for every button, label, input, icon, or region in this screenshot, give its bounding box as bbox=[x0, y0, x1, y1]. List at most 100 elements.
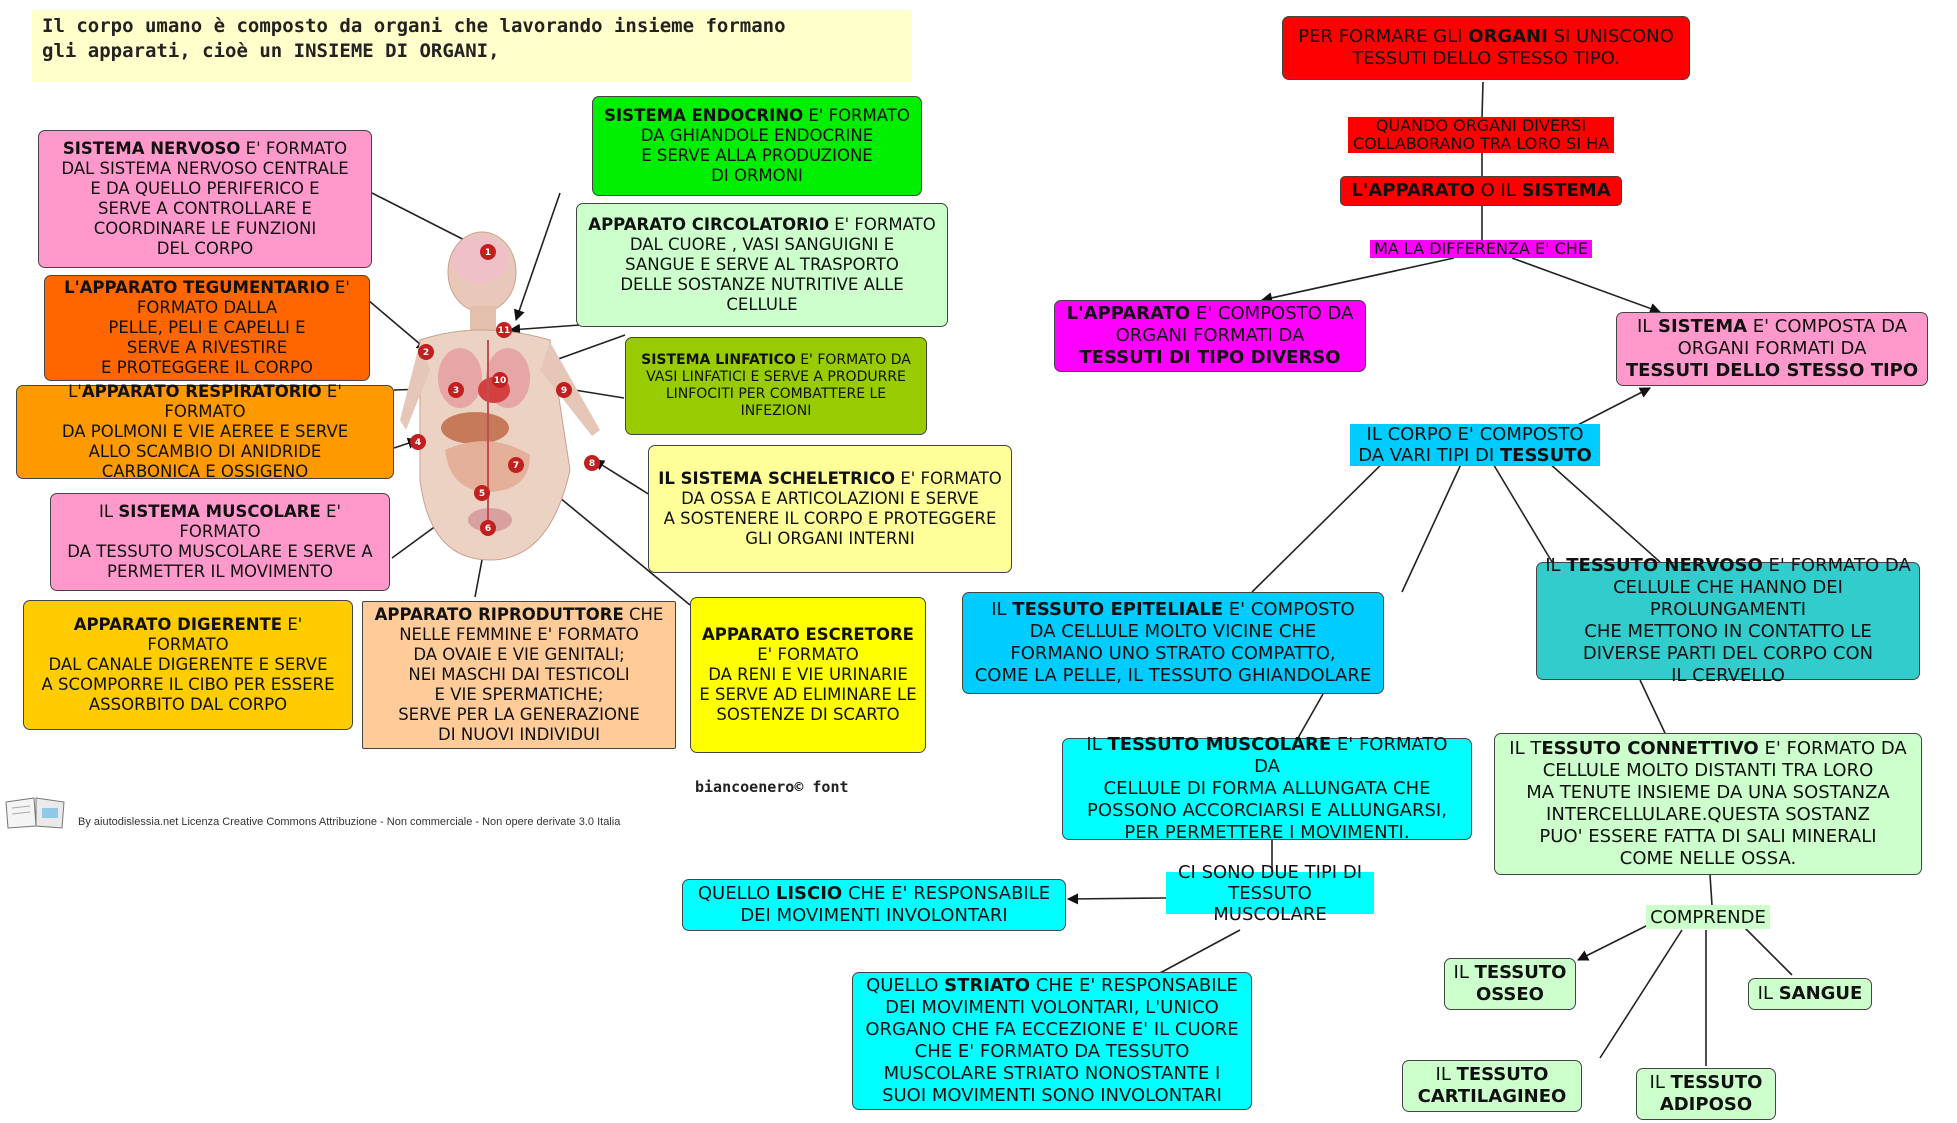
apparato-definizione-box[interactable]: L'APPARATO E' COMPOSTO DA ORGANI FORMATI… bbox=[1054, 300, 1366, 372]
organi-box[interactable]: PER FORMARE GLI ORGANI SI UNISCONO TESSU… bbox=[1282, 16, 1690, 80]
intro-line-2: gli apparati, cioè un INSIEME DI ORGANI, bbox=[42, 40, 500, 62]
apparato-definizione-tessuti: TESSUTI DI TIPO DIVERSO bbox=[1079, 347, 1341, 368]
tessuto-nervoso-text: E' FORMATO DA CELLULE CHE HANNO DEI PROL… bbox=[1582, 555, 1911, 686]
sistema-linfatico-text: E' FORMATO DA VASI LINFATICI E SERVE A P… bbox=[646, 352, 911, 419]
font-credit: biancoenero© font bbox=[695, 778, 849, 796]
tessuto-muscolare-box[interactable]: IL TESSUTO MUSCOLARE E' FORMATO DA CELLU… bbox=[1062, 734, 1472, 843]
sistema-definizione-box[interactable]: IL SISTEMA E' COMPOSTA DA ORGANI FORMATI… bbox=[1616, 312, 1928, 386]
sistema-scheletrico-box[interactable]: IL SISTEMA SCHELETRICO E' FORMATO DA OSS… bbox=[648, 445, 1012, 573]
apparato-circolatorio-title: APPARATO CIRCOLATORIO bbox=[588, 215, 829, 234]
tessuto-osseo-box[interactable]: IL TESSUTO OSSEO bbox=[1444, 958, 1576, 1010]
sistema-nervoso-text: E' FORMATO DAL SISTEMA NERVOSO CENTRALE … bbox=[61, 139, 349, 258]
tessuto-connettivo-title: ESSUTO CONNETTIVO bbox=[1541, 738, 1759, 759]
tessuto-nervoso-title: TESSUTO NERVOSO bbox=[1566, 555, 1763, 576]
sistema-endocrino-box[interactable]: SISTEMA ENDOCRINO E' FORMATO DA GHIANDOL… bbox=[592, 96, 922, 196]
tessuto-muscolare-title: TESSUTO MUSCOLARE bbox=[1107, 734, 1332, 755]
apparato-digerente-title: APPARATO DIGERENTE bbox=[73, 615, 283, 634]
apparato-escretore-box[interactable]: APPARATO ESCRETORE E' FORMATO DA RENI E … bbox=[690, 597, 926, 753]
organi-prefix: PER FORMARE GLI bbox=[1298, 26, 1469, 47]
sangue-box[interactable]: IL SANGUE bbox=[1748, 978, 1872, 1010]
body-marker-9: 9 bbox=[561, 386, 567, 396]
tessuto-striato-box[interactable]: QUELLO STRIATO CHE E' RESPONSABILE DEI M… bbox=[852, 972, 1252, 1110]
sangue-prefix: IL bbox=[1757, 983, 1779, 1004]
tessuto-connettivo-prefix: IL T bbox=[1509, 738, 1542, 759]
tessuto-epiteliale-title: TESSUTO EPITELIALE bbox=[1012, 599, 1224, 620]
apparato-riproduttore-title: APPARATO RIPRODUTTORE bbox=[374, 605, 624, 624]
apparato-circolatorio-text: E' FORMATO DAL CUORE , VASI SANGUIGNI E … bbox=[620, 215, 936, 314]
apparato-escretore-title: APPARATO ESCRETORE bbox=[702, 625, 914, 644]
apparato-digerente-box[interactable]: APPARATO DIGERENTE E' FORMATO DAL CANALE… bbox=[23, 600, 353, 730]
body-marker-3: 3 bbox=[453, 386, 459, 396]
sangue-title: SANGUE bbox=[1778, 983, 1863, 1004]
apparato-riproduttore-text: CHE NELLE FEMMINE E' FORMATO DA OVAIE E … bbox=[398, 605, 664, 744]
apparato-definizione-title: L'APPARATO bbox=[1066, 303, 1191, 324]
tessuto-cartilagineo-title: TESSUTO CARTILAGINEO bbox=[1417, 1064, 1567, 1107]
tessuto-cartilagineo-prefix: IL bbox=[1435, 1064, 1457, 1085]
body-marker-4: 4 bbox=[415, 438, 421, 448]
tessuto-liscio-prefix: QUELLO bbox=[697, 883, 776, 904]
tessuto-striato-prefix: QUELLO bbox=[866, 975, 945, 996]
sistema-muscolare-title: SISTEMA MUSCOLARE bbox=[118, 502, 321, 521]
body-marker-6: 6 bbox=[485, 524, 491, 534]
sistema-muscolare-text: E' FORMATO DA TESSUTO MUSCOLARE E SERVE … bbox=[67, 502, 373, 581]
tessuto-connettivo-text: E' FORMATO DA CELLULE MOLTO DISTANTI TRA… bbox=[1526, 738, 1907, 869]
body-marker-1: 1 bbox=[485, 248, 491, 258]
apparato-respiratorio-box[interactable]: L'APPARATO RESPIRATORIO E' FORMATO DA PO… bbox=[16, 382, 394, 481]
license-credit: By aiutodislessia.net Licenza Creative C… bbox=[78, 816, 621, 828]
corpo-tessuto-label: IL CORPO E' COMPOSTO DA VARI TIPI DI TES… bbox=[1350, 424, 1600, 466]
body-marker-11: 11 bbox=[498, 326, 511, 336]
sistema-scheletrico-title: IL SISTEMA SCHELETRICO bbox=[658, 469, 896, 488]
corpo-tessuto-bold: TESSUTO bbox=[1499, 445, 1592, 466]
sistema-definizione-title: SISTEMA bbox=[1658, 316, 1748, 337]
intro-text: Il corpo umano è composto da organi che … bbox=[32, 10, 912, 82]
tessuto-nervoso-box[interactable]: IL TESSUTO NERVOSO E' FORMATO DA CELLULE… bbox=[1536, 555, 1920, 686]
body-marker-8: 8 bbox=[589, 459, 595, 469]
quando-label: QUANDO ORGANI DIVERSI COLLABORANO TRA LO… bbox=[1348, 117, 1614, 153]
apparato-riproduttore-box[interactable]: APPARATO RIPRODUTTORE CHE NELLE FEMMINE … bbox=[362, 601, 676, 749]
sistema-linfatico-title: SISTEMA LINFATICO bbox=[641, 352, 796, 368]
sistema-scheletrico-text: E' FORMATO DA OSSA E ARTICOLAZIONI E SER… bbox=[663, 469, 1002, 548]
tessuto-epiteliale-text: E' COMPOSTO DA CELLULE MOLTO VICINE CHE … bbox=[974, 599, 1372, 686]
organi-text: SI UNISCONO TESSUTI DELLO STESSO TIPO. bbox=[1352, 26, 1674, 69]
due-tipi-label: CI SONO DUE TIPI DI TESSUTO MUSCOLARE bbox=[1166, 862, 1374, 925]
tessuto-muscolare-prefix: IL bbox=[1086, 734, 1108, 755]
apparato-sistema-box[interactable]: L'APPARATO O IL SISTEMA bbox=[1340, 176, 1622, 206]
sistema-muscolare-prefix: IL bbox=[99, 502, 119, 521]
apparato-escretore-text: E' FORMATO DA RENI E VIE URINARIE E SERV… bbox=[699, 645, 917, 724]
tessuto-striato-title: STRIATO bbox=[944, 975, 1031, 996]
sistema-linfatico-box[interactable]: SISTEMA LINFATICO E' FORMATO DA VASI LIN… bbox=[625, 337, 927, 435]
tessuto-adiposo-title: TESSUTO ADIPOSO bbox=[1659, 1072, 1763, 1115]
sistema-nervoso-box[interactable]: SISTEMA NERVOSO E' FORMATO DAL SISTEMA N… bbox=[38, 130, 372, 268]
comprende-label: COMPRENDE bbox=[1646, 905, 1770, 929]
apparato-digerente-text: E' FORMATO DAL CANALE DIGERENTE E SERVE … bbox=[41, 615, 335, 714]
apparato-sistema-apparato: L'APPARATO bbox=[1351, 180, 1475, 201]
sistema-definizione-prefix: IL bbox=[1636, 316, 1658, 337]
differenza-label: MA LA DIFFERENZA E' CHE bbox=[1370, 240, 1592, 258]
tessuto-connettivo-box[interactable]: IL TESSUTO CONNETTIVO E' FORMATO DA CELL… bbox=[1494, 733, 1922, 875]
corpo-tessuto-text: IL CORPO E' COMPOSTO DA VARI TIPI DI bbox=[1358, 424, 1584, 466]
tessuto-adiposo-box[interactable]: IL TESSUTO ADIPOSO bbox=[1636, 1068, 1776, 1120]
tessuto-liscio-text: CHE E' RESPONSABILE DEI MOVIMENTI INVOLO… bbox=[740, 883, 1051, 926]
tessuto-striato-text: CHE E' RESPONSABILE DEI MOVIMENTI VOLONT… bbox=[865, 975, 1239, 1106]
apparato-tegumentario-box[interactable]: L'APPARATO TEGUMENTARIO E' FORMATO DALLA… bbox=[44, 275, 370, 381]
sistema-definizione-text: E' COMPOSTA DA ORGANI FORMATI DA bbox=[1677, 316, 1908, 359]
sistema-muscolare-box[interactable]: IL SISTEMA MUSCOLARE E' FORMATO DA TESSU… bbox=[50, 493, 390, 591]
tessuto-muscolare-text: E' FORMATO DA CELLULE DI FORMA ALLUNGATA… bbox=[1087, 734, 1448, 843]
tessuto-osseo-prefix: IL bbox=[1453, 962, 1475, 983]
organi-title: ORGANI bbox=[1468, 26, 1548, 47]
tessuto-epiteliale-box[interactable]: IL TESSUTO EPITELIALE E' COMPOSTO DA CEL… bbox=[962, 592, 1384, 694]
sistema-endocrino-title: SISTEMA ENDOCRINO bbox=[604, 106, 804, 125]
tessuto-osseo-title: TESSUTO OSSEO bbox=[1474, 962, 1567, 1005]
apparato-sistema-or: O IL bbox=[1474, 180, 1522, 201]
sistema-nervoso-title: SISTEMA NERVOSO bbox=[62, 139, 241, 158]
apparato-sistema-sistema: SISTEMA bbox=[1521, 180, 1611, 201]
tessuto-cartilagineo-box[interactable]: IL TESSUTO CARTILAGINEO bbox=[1402, 1060, 1582, 1112]
body-marker-5: 5 bbox=[479, 489, 485, 499]
apparato-definizione-text: E' COMPOSTO DA ORGANI FORMATI DA bbox=[1115, 303, 1354, 346]
apparato-respiratorio-title: APPARATO RESPIRATORIO bbox=[81, 382, 322, 401]
apparato-circolatorio-box[interactable]: APPARATO CIRCOLATORIO E' FORMATO DAL CUO… bbox=[576, 203, 948, 327]
tessuto-liscio-box[interactable]: QUELLO LISCIO CHE E' RESPONSABILE DEI MO… bbox=[682, 879, 1066, 931]
body-marker-7: 7 bbox=[513, 461, 519, 471]
apparato-respiratorio-prefix: L' bbox=[68, 382, 82, 401]
